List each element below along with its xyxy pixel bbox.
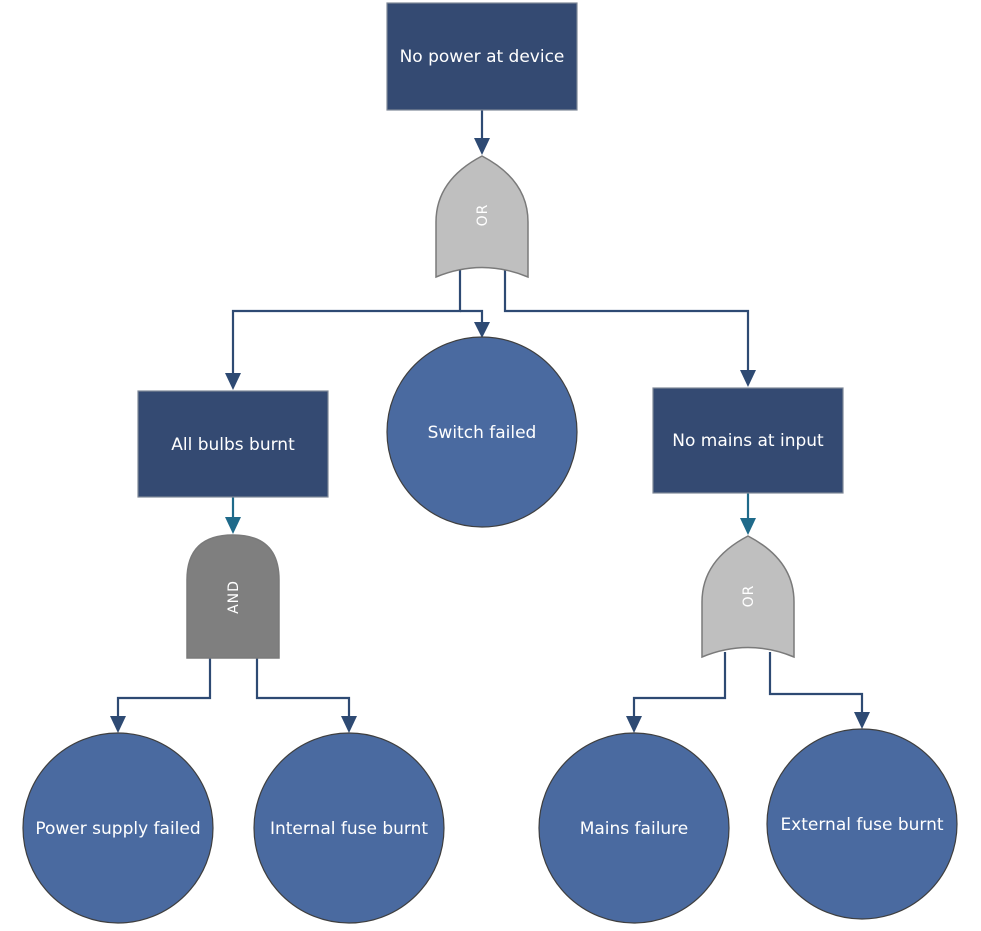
mains-input-box — [652, 387, 844, 494]
arrowhead — [225, 517, 241, 534]
connector-and-to-internal-fuse — [255, 658, 351, 720]
gate-and-left: AND — [186, 534, 280, 659]
power-supply-label: Power supply failed — [35, 819, 200, 839]
arrowhead — [474, 322, 490, 338]
node-external-fuse-burnt: External fuse burnt — [766, 728, 958, 920]
node-no-mains-at-input: No mains at input — [652, 387, 844, 494]
arrowhead — [740, 518, 756, 535]
arrowhead — [740, 370, 756, 387]
internal-fuse-label: Internal fuse burnt — [270, 819, 428, 839]
bulbs-box — [137, 390, 329, 498]
gate-or-top: OR — [435, 155, 529, 279]
connector-or-to-switch — [460, 309, 484, 326]
or-gate-label: OR — [475, 204, 491, 227]
arrowhead — [626, 716, 642, 733]
node-no-power-at-device: No power at device — [386, 2, 578, 111]
connector-or-to-external-fuse — [768, 652, 864, 716]
mains-failure-circle — [538, 732, 730, 924]
and-gate-label: AND — [226, 580, 242, 614]
node-internal-fuse-burnt: Internal fuse burnt — [253, 732, 445, 924]
node-mains-failure: Mains failure — [538, 732, 730, 924]
external-fuse-circle — [766, 728, 958, 920]
connectors — [110, 110, 870, 733]
arrowhead — [225, 373, 241, 390]
bulbs-label: All bulbs burnt — [171, 435, 295, 455]
connector-or-to-mains-failure — [632, 652, 727, 720]
external-fuse-label: External fuse burnt — [780, 815, 943, 835]
top-event-label: No power at device — [400, 47, 565, 67]
arrowhead — [110, 716, 126, 733]
connector-and-to-power-supply — [116, 658, 212, 720]
power-supply-circle — [22, 732, 214, 924]
arrowhead — [341, 716, 357, 733]
or-gate-icon — [701, 535, 795, 659]
or-gate-icon — [435, 155, 529, 279]
mains-failure-label: Mains failure — [580, 819, 689, 839]
and-gate-icon — [186, 534, 280, 659]
switch-circle — [386, 336, 578, 528]
connector-or-to-mains-input — [503, 268, 750, 374]
connector-or-to-bulbs — [231, 270, 462, 378]
mains-input-label: No mains at input — [672, 431, 824, 451]
arrowhead — [474, 138, 490, 155]
arrowhead — [854, 712, 870, 729]
node-power-supply-failed: Power supply failed — [22, 732, 214, 924]
top-event-box — [386, 2, 578, 111]
or-gate-label: OR — [741, 585, 757, 608]
switch-label: Switch failed — [428, 423, 537, 443]
node-switch-failed: Switch failed — [386, 336, 578, 528]
gate-or-right: OR — [701, 535, 795, 659]
internal-fuse-circle — [253, 732, 445, 924]
node-all-bulbs-burnt: All bulbs burnt — [137, 390, 329, 498]
